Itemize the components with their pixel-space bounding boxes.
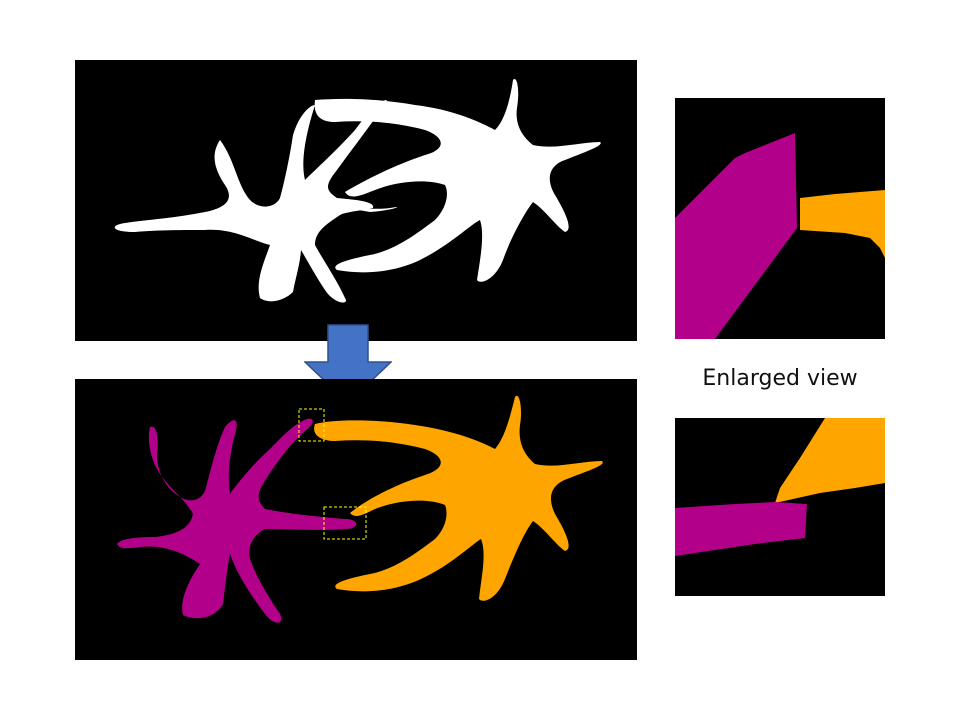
highlight-box-top [298,408,325,442]
enlarged-view-top [675,98,885,339]
original-mask-image [114,79,601,303]
highlight-box-middle [323,506,367,540]
right-cell-segment [314,395,603,601]
segmented-result-panel [75,379,637,660]
enlarged-view-bottom-image [675,418,885,556]
original-mask-panel [75,60,637,341]
enlarged-view-caption: Enlarged view [702,366,858,391]
white-cells [114,79,601,303]
left-cell-segment [117,418,357,623]
enlarged-view-bottom [675,418,885,596]
enlarged-view-top-image [675,133,885,339]
enlarged-right-segment [800,190,885,258]
enlarged-right-segment [775,418,885,503]
segmented-result-image [117,395,603,623]
enlarged-left-segment [675,502,807,556]
enlarged-left-segment [675,133,797,339]
